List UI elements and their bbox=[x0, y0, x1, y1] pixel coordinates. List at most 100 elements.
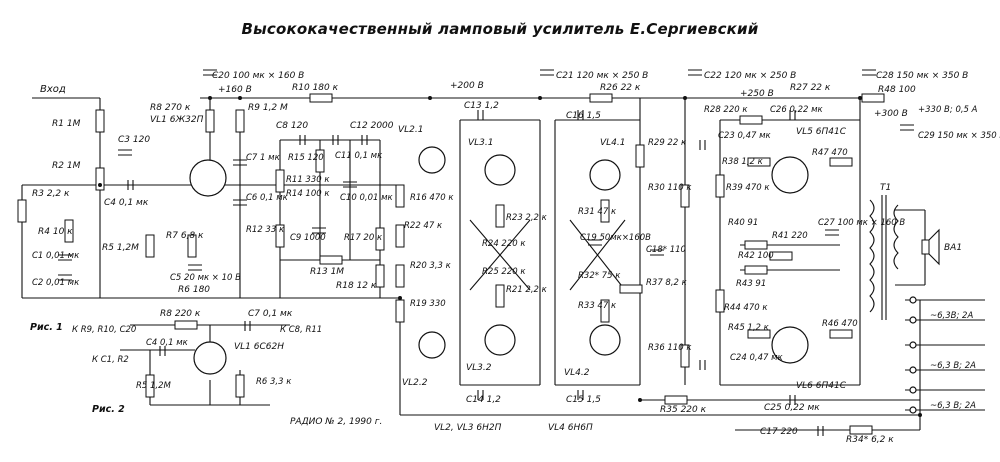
label-v330: +330 В; 0,5 А bbox=[918, 105, 978, 115]
tube-vl4-2 bbox=[589, 324, 621, 356]
vacuum-tubes bbox=[189, 146, 809, 375]
label-c20: C20 100 мк × 160 В bbox=[212, 71, 304, 81]
label-r20: R20 3,3 к bbox=[410, 261, 452, 271]
label-c8: C8 120 bbox=[276, 121, 308, 131]
resistors bbox=[17, 93, 885, 435]
label-c27: C27 100 мк × 160 В bbox=[818, 218, 905, 228]
label-c26: C26 0,22 мк bbox=[770, 105, 823, 115]
label-r10: R10 180 к bbox=[292, 83, 339, 93]
label-r8: R8 270 к bbox=[150, 103, 191, 113]
label-c6: C6 0,1 мк bbox=[246, 193, 289, 203]
label-v200: +200 В bbox=[450, 81, 484, 91]
label-r5: R5 1,2М bbox=[102, 243, 139, 253]
label-r24: R24 220 к bbox=[482, 239, 526, 249]
label-v250: +250 В bbox=[740, 89, 774, 99]
tube-vl4-1 bbox=[589, 159, 621, 191]
label-r34: R34* 6,2 к bbox=[846, 435, 894, 445]
label-r17: R17 20 к bbox=[344, 233, 383, 243]
label-r2: R2 1М bbox=[52, 161, 81, 171]
tube-vl2-2 bbox=[418, 331, 446, 359]
label-vl6: VL6 6П41С bbox=[796, 381, 847, 391]
label-ba1: BA1 bbox=[944, 243, 962, 253]
label-r47: R47 470 bbox=[812, 148, 848, 158]
label-v63b: ~6,3 В; 2А bbox=[930, 361, 976, 371]
tube-vl5 bbox=[771, 156, 809, 194]
label-r13: R13 1М bbox=[310, 267, 344, 277]
label-vl31: VL3.1 bbox=[468, 138, 493, 148]
label-t1: T1 bbox=[880, 183, 891, 193]
label-r31: R31 47 к bbox=[578, 207, 617, 217]
tube-vl3-2 bbox=[484, 324, 516, 356]
label-r18: R18 12 к bbox=[336, 281, 377, 291]
label-c23: C23 0,47 мк bbox=[718, 131, 771, 141]
label-r36: R36 110 к bbox=[648, 343, 692, 353]
label-fig2-vl1: VL1 6С62Н bbox=[234, 342, 284, 352]
speaker-icon bbox=[921, 228, 940, 266]
label-r46: R46 470 bbox=[822, 319, 858, 329]
label-c28: C28 150 мк × 350 В bbox=[876, 71, 968, 81]
label-c22: C22 120 мк × 250 В bbox=[704, 71, 796, 81]
label-r15: R15 120 bbox=[288, 153, 324, 163]
label-c5: C5 20 мк × 10 В bbox=[170, 273, 241, 283]
label-r9: R9 1,2 М bbox=[248, 103, 288, 113]
label-r21: R21 2,2 к bbox=[506, 285, 548, 295]
label-r22: R22 47 к bbox=[404, 221, 443, 231]
label-v300: +300 В bbox=[874, 109, 908, 119]
label-vl5: VL5 6П41С bbox=[796, 127, 847, 137]
label-r44: R44 470 к bbox=[724, 303, 768, 313]
label-r7: R7 6,8 к bbox=[166, 231, 204, 241]
label-r45: R45 1,2 к bbox=[728, 323, 770, 333]
label-c17: C17 220 bbox=[760, 427, 798, 437]
label-fig2-c1r2: К C1, R2 bbox=[92, 355, 129, 365]
label-r40: R40 91 bbox=[728, 218, 758, 228]
label-c18: C18* 110 bbox=[646, 245, 686, 255]
label-r38: R38 1,2 к bbox=[722, 157, 764, 167]
label-r26: R26 22 к bbox=[600, 83, 641, 93]
label-vl1: VL1 6Ж32П bbox=[150, 115, 204, 125]
label-fig2-r5: R5 1,2М bbox=[136, 381, 172, 391]
label-fig2-c7: C7 0,1 мк bbox=[248, 309, 293, 319]
label-r4: R4 10 к bbox=[38, 227, 73, 237]
tube-vl1 bbox=[189, 159, 227, 197]
label-r35: R35 220 к bbox=[660, 405, 707, 415]
label-c2: C2 0,01 мк bbox=[32, 278, 80, 288]
label-r37: R37 8,2 к bbox=[646, 278, 688, 288]
label-fig2-r8: R8 220 к bbox=[160, 309, 201, 319]
label-r14: R14 100 к bbox=[286, 189, 330, 199]
publication-footer: РАДИО № 2, 1990 г. bbox=[290, 417, 382, 427]
label-r12: R12 33 к bbox=[246, 225, 285, 235]
label-v160: +160 В bbox=[218, 85, 252, 95]
label-r30: R30 110 к bbox=[648, 183, 692, 193]
label-c1: C1 0,01 мк bbox=[32, 251, 80, 261]
label-r19: R19 330 bbox=[410, 299, 446, 309]
label-fig2-c4: C4 0,1 мк bbox=[146, 338, 189, 348]
page-title: Высококачественный ламповый усилитель Е.… bbox=[241, 20, 759, 38]
label-c21: C21 120 мк × 250 В bbox=[556, 71, 648, 81]
output-terminals bbox=[909, 296, 917, 414]
tube-vl2-1 bbox=[418, 146, 446, 174]
label-r16: R16 470 к bbox=[410, 193, 454, 203]
label-r23: R23 2,2 к bbox=[506, 213, 548, 223]
label-c25: C25 0,22 мк bbox=[764, 403, 820, 413]
tube-vl3-1 bbox=[484, 154, 516, 186]
junctions bbox=[98, 96, 922, 417]
label-r11: R11 330 к bbox=[286, 175, 330, 185]
label-vl42: VL4.2 bbox=[564, 368, 590, 378]
label-c7: C7 1 мк bbox=[246, 153, 281, 163]
label-r48: R48 100 bbox=[878, 85, 916, 95]
tube-vl6 bbox=[771, 326, 809, 364]
label-vl21: VL2.1 bbox=[398, 125, 423, 135]
label-c24: C24 0,47 мк bbox=[730, 353, 783, 363]
label-r29: R29 22 к bbox=[648, 138, 687, 148]
label-c12: C12 2000 bbox=[350, 121, 394, 131]
label-c11: C11 0,1 мк bbox=[335, 151, 383, 161]
figure-1-caption: Рис. 1 bbox=[30, 322, 63, 333]
label-c3: C3 120 bbox=[118, 135, 150, 145]
label-r25: R25 220 к bbox=[482, 267, 526, 277]
label-v63c: ~6,3 В; 2А bbox=[930, 401, 976, 411]
label-c13: C13 1,2 bbox=[464, 101, 499, 111]
label-c14: C14 1,2 bbox=[466, 395, 501, 405]
label-vl4-type: VL4 6Н6П bbox=[548, 423, 593, 433]
label-c10: C10 0,01 мк bbox=[340, 193, 393, 203]
